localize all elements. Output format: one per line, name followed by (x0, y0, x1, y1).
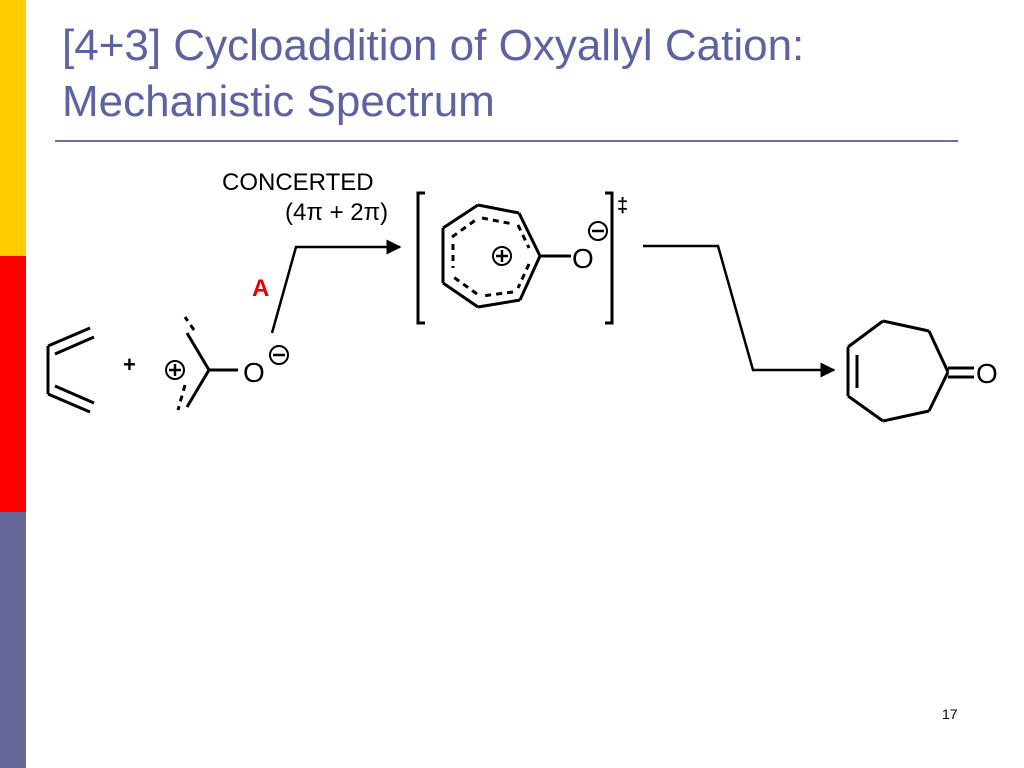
slide-title: [4+3] Cycloaddition of Oxyallyl Cation: … (62, 18, 1002, 130)
positive-charge-icon (165, 360, 185, 380)
concerted-pathway-arrow (270, 239, 402, 334)
ts-negative-charge-icon (588, 221, 608, 241)
oxyallyl-cation-structure: O (165, 316, 289, 411)
double-dagger-symbol: ‡ (617, 195, 628, 217)
sidebar-red-segment (0, 256, 26, 512)
product-oxygen-label: O (976, 358, 998, 389)
product-arrow (643, 244, 836, 378)
transition-state-structure: O ‡ (416, 191, 628, 325)
diene-structure (46, 326, 95, 414)
page-number: 17 (942, 706, 958, 722)
pathway-letter-label: A (252, 275, 269, 302)
slide-title-line-1: [4+3] Cycloaddition of Oxyallyl Cation: (62, 21, 805, 70)
reactant-plus-sign: + (123, 352, 136, 377)
cycloheptenone-structure: O (846, 319, 998, 423)
oxyallyl-oxygen-label: O (243, 357, 265, 388)
ts-oxygen-label: O (572, 243, 594, 274)
concerted-label: CONCERTED (222, 169, 374, 196)
title-underline (55, 140, 958, 142)
sidebar-yellow-segment (0, 0, 26, 256)
ts-positive-charge-icon (492, 246, 512, 266)
slide-title-line-2: Mechanistic Spectrum (62, 77, 495, 126)
negative-charge-icon (269, 345, 289, 365)
sidebar-blue-segment (0, 512, 26, 768)
pi-count-label: (4π + 2π) (285, 199, 388, 226)
